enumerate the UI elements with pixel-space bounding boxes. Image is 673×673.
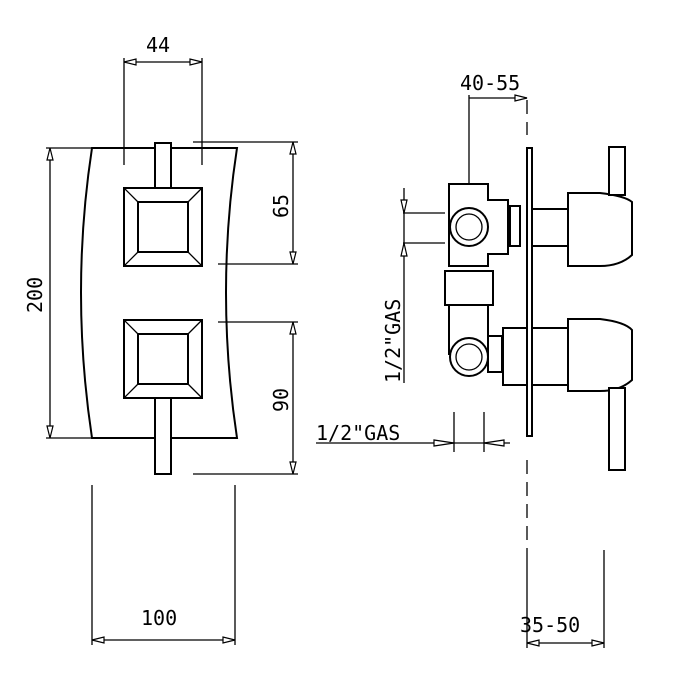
upper-lever [531,146,633,267]
dimension-inlet-gas: 1/2"GAS [381,188,445,383]
dimension-label: 40-55 [460,71,520,95]
side-view: 40-55 1/2"GAS 1/2"GAS 35-50 [316,71,633,648]
cartridge-block [444,270,494,306]
dimension-35-50: 35-50 [520,550,605,648]
valve-body [448,183,509,267]
dimension-100: 100 [91,485,236,645]
faceplate [80,147,239,439]
dimension-200: 200 [23,147,92,439]
dimension-label: 100 [141,606,177,630]
lower-lever [531,318,633,471]
lower-handle [123,319,203,475]
dimension-label: 35-50 [520,613,580,637]
front-view: 44 200 65 90 100 [23,33,298,645]
dimension-label: 200 [23,277,47,313]
dimension-label: 44 [146,33,170,57]
dimension-label: 90 [269,388,293,412]
dimension-label: 1/2"GAS [381,299,405,383]
dimension-label: 1/2"GAS [316,421,400,445]
dimension-44: 44 [123,33,203,165]
dimension-outlet-gas: 1/2"GAS [316,412,510,452]
wall-plate [526,147,533,437]
dimension-65: 65 [193,141,298,265]
upper-handle [123,142,203,267]
dimension-40-55: 40-55 [460,71,528,184]
dimension-label: 65 [269,194,293,218]
dimension-90: 90 [193,321,298,475]
